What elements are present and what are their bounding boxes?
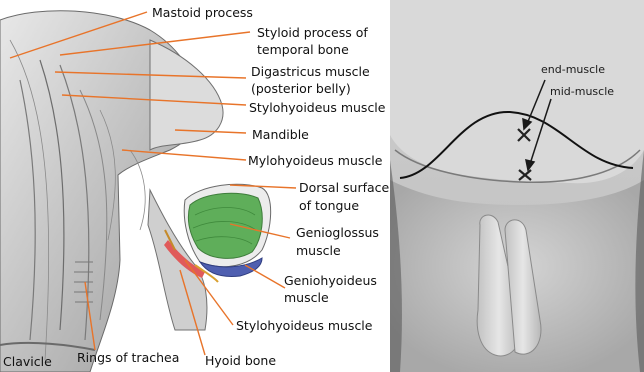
label-stylohyoid-bottom: Stylohyoideus muscle: [236, 318, 373, 333]
label-digastric-2: (posterior belly): [251, 81, 351, 96]
label-mylohyoid: Mylohyoideus muscle: [248, 153, 383, 168]
label-clavicle: Clavicle: [3, 354, 52, 369]
label-mid-muscle: mid-muscle: [550, 85, 614, 98]
label-end-muscle: end-muscle: [541, 63, 605, 76]
label-styloid-1: Styloid process of: [257, 25, 368, 40]
tongue-illustration: [148, 184, 271, 330]
label-geniohyoid-2: muscle: [284, 290, 329, 305]
label-trachea: Rings of trachea: [77, 350, 179, 365]
label-digastric-1: Digastricus muscle: [251, 64, 370, 79]
label-genioglossus-2: muscle: [296, 243, 341, 258]
label-hyoid: Hyoid bone: [205, 353, 276, 368]
right-panel-photo: end-muscle mid-muscle: [390, 0, 644, 372]
label-dorsal-1: Dorsal surface: [299, 180, 390, 195]
label-mastoid: Mastoid process: [152, 5, 253, 20]
label-genioglossus-1: Genioglossus: [296, 225, 379, 240]
label-geniohyoid-1: Geniohyoideus: [284, 273, 377, 288]
label-stylohyoid-top: Stylohyoideus muscle: [249, 100, 386, 115]
left-panel: Mastoid process Styloid process of tempo…: [0, 5, 390, 372]
label-mandible: Mandible: [252, 127, 309, 142]
label-dorsal-2: of tongue: [299, 198, 359, 213]
label-styloid-2: temporal bone: [257, 42, 349, 57]
genioglossus-shape: [188, 193, 262, 258]
